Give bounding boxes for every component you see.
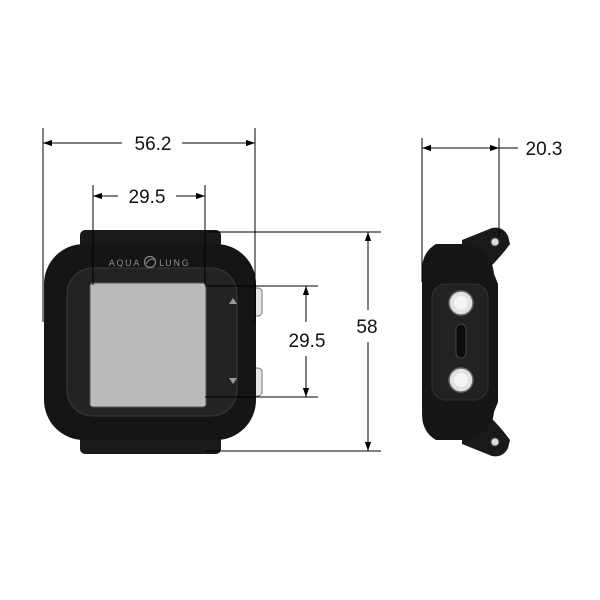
top-screw-icon [490, 237, 500, 247]
screen-width-label: 29.5 [129, 187, 166, 208]
watch-screen [89, 282, 207, 408]
overall-height-label: 58 [356, 317, 377, 338]
connector-slot [455, 323, 467, 359]
front-view: AQUA LUNG [44, 230, 263, 454]
bottom-screw-icon [490, 437, 500, 447]
dimension-screen-height: 29.5 [205, 285, 326, 398]
dimension-screen-width: 29.5 [92, 185, 206, 285]
side-depth-label: 20.3 [526, 139, 563, 160]
dimension-side-depth: 20.3 [421, 138, 563, 282]
up-arrow-icon [229, 298, 237, 304]
overall-width-label: 56.2 [135, 134, 172, 155]
screen-height-label: 29.5 [289, 331, 326, 352]
side-view [422, 227, 510, 457]
brand-right: LUNG [159, 259, 190, 269]
brand-logo: AQUA LUNG [109, 255, 190, 269]
down-arrow-icon [229, 378, 237, 384]
brand-emblem-icon [143, 255, 157, 269]
dimension-overall-width: 56.2 [42, 128, 256, 322]
dimension-overall-height: 58 [206, 231, 381, 452]
brand-left: AQUA [109, 259, 141, 269]
